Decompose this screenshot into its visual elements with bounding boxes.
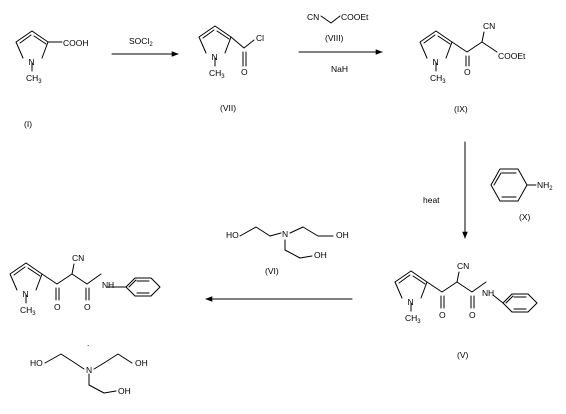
atom-o-vii: O [241, 67, 248, 77]
atom-n-v: N [408, 297, 414, 307]
pyrrole-ring-vii [198, 25, 232, 54]
carbonyl-ix [465, 55, 470, 67]
pyrrole-ring-i [15, 30, 49, 59]
compound-label-vii: (VII) [220, 103, 236, 113]
atom-cl-vii: Cl [256, 33, 264, 43]
amine-label-x: NH2 [537, 180, 553, 192]
carbonyls-v [440, 295, 475, 309]
atom-n-vii: N [212, 52, 218, 62]
pyrrole-ring-v-double-bonds [398, 274, 426, 285]
atom-n-vi: N [282, 229, 288, 239]
carboxyl-label-i: COOH [63, 38, 89, 48]
methyl-label-v: CH3 [405, 313, 421, 325]
pyrrole-ring-ix-double-bonds [423, 34, 451, 45]
phenyl-ring-product-double-bonds [128, 279, 150, 294]
triethanolamine-arms-vi [239, 226, 334, 259]
carbonyls-product [55, 287, 90, 301]
pyrrole-ring-i-double-bonds [19, 34, 47, 45]
cyano-label-ix: CN [483, 21, 495, 31]
cyano-label-viii: CN [307, 12, 319, 22]
carbon-chain-product [41, 273, 102, 285]
hydroxyl-label-vi-3: OH [314, 250, 327, 260]
salt-separator-dot: . [87, 338, 89, 348]
amide-h-label-product: H [108, 280, 114, 290]
reagent-socl2: SOCl2 [129, 36, 153, 48]
amide-n-label-v: N [482, 288, 488, 298]
carbon-chain-v [426, 281, 487, 293]
compound-ix-structure: N CH3 O CN COOEt [419, 21, 526, 85]
compound-vii-structure: N CH3 Cl O [198, 25, 264, 80]
amide-h-label-v: H [488, 288, 494, 298]
ester-label-viii: COOEt [341, 12, 369, 22]
atom-n-i: N [29, 57, 35, 67]
phenyl-ring-product [125, 277, 161, 297]
aniline-ring-double-bonds [493, 172, 517, 198]
phenyl-ring-v [502, 293, 538, 313]
atom-o-v-1: O [439, 310, 446, 320]
amide-n-label-product: N [102, 280, 108, 290]
hydroxyl-label-vi-1: HO [226, 230, 239, 240]
atom-o-v-2: O [469, 310, 476, 320]
pyrrole-ring-product [9, 262, 43, 291]
reagent-heat: heat [423, 195, 440, 205]
pyrrole-ring-vii-double-bonds [202, 29, 230, 40]
cyano-label-product: CN [72, 253, 84, 263]
ester-label-ix: COOEt [498, 51, 526, 61]
methyl-label-vii: CH3 [209, 68, 225, 80]
compound-v-structure: N CH3 O O CN N H [394, 261, 538, 325]
reagent-nah: NaH [331, 64, 348, 74]
triethanolamine-arms-product [44, 353, 133, 394]
cyano-bond-product [71, 263, 75, 275]
cyano-bond-ix [481, 31, 485, 43]
cyano-bond-v [456, 271, 460, 283]
product-triethanolamine-structure: HO N OH OH [30, 353, 148, 396]
acyl-bond-vii [230, 36, 255, 67]
hydroxyl-label-product-3: OH [118, 386, 131, 396]
cyano-label-v: CN [457, 261, 469, 271]
hydroxyl-label-product-1: HO [30, 358, 43, 368]
compound-label-v: (V) [457, 350, 469, 360]
cyanoacetate-bonds [320, 15, 341, 24]
compound-label-x: (X) [519, 212, 531, 222]
phenyl-ring-v-double-bonds [505, 295, 527, 310]
compound-label-vi: (VI) [265, 266, 279, 276]
atom-n-product-tea: N [86, 365, 92, 375]
atom-n-product: N [23, 289, 29, 299]
pyrrole-ring-v [394, 270, 428, 299]
methyl-label-i: CH3 [26, 73, 42, 85]
methyl-label-ix: CH3 [430, 73, 446, 85]
compound-label-ix: (IX) [454, 104, 468, 114]
anilide-bond-v [492, 294, 504, 304]
hydroxyl-label-vi-2: OH [336, 230, 349, 240]
atom-o-product-1: O [54, 302, 61, 312]
hydroxyl-label-product-2: OH [135, 358, 148, 368]
reagent-vi-structure: HO N OH OH [226, 226, 349, 260]
reagent-x-structure: NH2 [490, 168, 553, 202]
atom-n-ix: N [433, 57, 439, 67]
pyrrole-ring-product-double-bonds [13, 266, 41, 277]
pyrrole-ring-ix [419, 30, 453, 59]
carbon-chain-ix [451, 41, 498, 53]
atom-o-ix: O [464, 67, 471, 77]
compound-label-viii: (VIII) [325, 33, 344, 43]
atom-o-product-2: O [84, 302, 91, 312]
compound-i-structure: N CH3 COOH [15, 30, 89, 85]
reagent-viii-structure: CN COOEt [307, 12, 369, 24]
aniline-ring [490, 168, 528, 202]
compound-label-i: (I) [24, 119, 32, 129]
product-amide-structure: N CH3 O O CN N H [9, 253, 161, 317]
methyl-label-product: CH3 [20, 305, 36, 317]
